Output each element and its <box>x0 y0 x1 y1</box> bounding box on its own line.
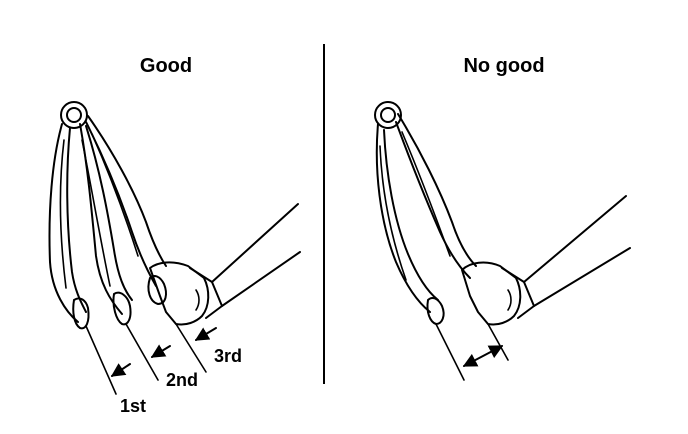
label-3rd: 3rd <box>214 346 242 366</box>
pivot-icon <box>374 101 402 129</box>
gap-double-arrow <box>462 345 504 367</box>
label-2nd: 2nd <box>166 370 198 390</box>
good-panel: Good <box>48 55 301 416</box>
rod-assembly <box>149 203 301 326</box>
arm-position-1st <box>48 123 90 330</box>
position-arrows <box>110 327 217 377</box>
pivot-icon <box>60 101 88 129</box>
label-1st: 1st <box>120 396 146 416</box>
good-title: Good <box>140 55 192 77</box>
arm-position-a <box>375 123 445 325</box>
rod-assembly <box>461 195 631 326</box>
position-guide-lines <box>85 323 207 395</box>
no-good-title: No good <box>463 55 544 77</box>
arm-position-2nd <box>79 123 133 326</box>
arm-position-b <box>395 113 477 279</box>
gap-guide-lines <box>435 323 509 381</box>
arm-position-3rd <box>85 115 167 305</box>
no-good-panel: No good <box>374 55 631 381</box>
